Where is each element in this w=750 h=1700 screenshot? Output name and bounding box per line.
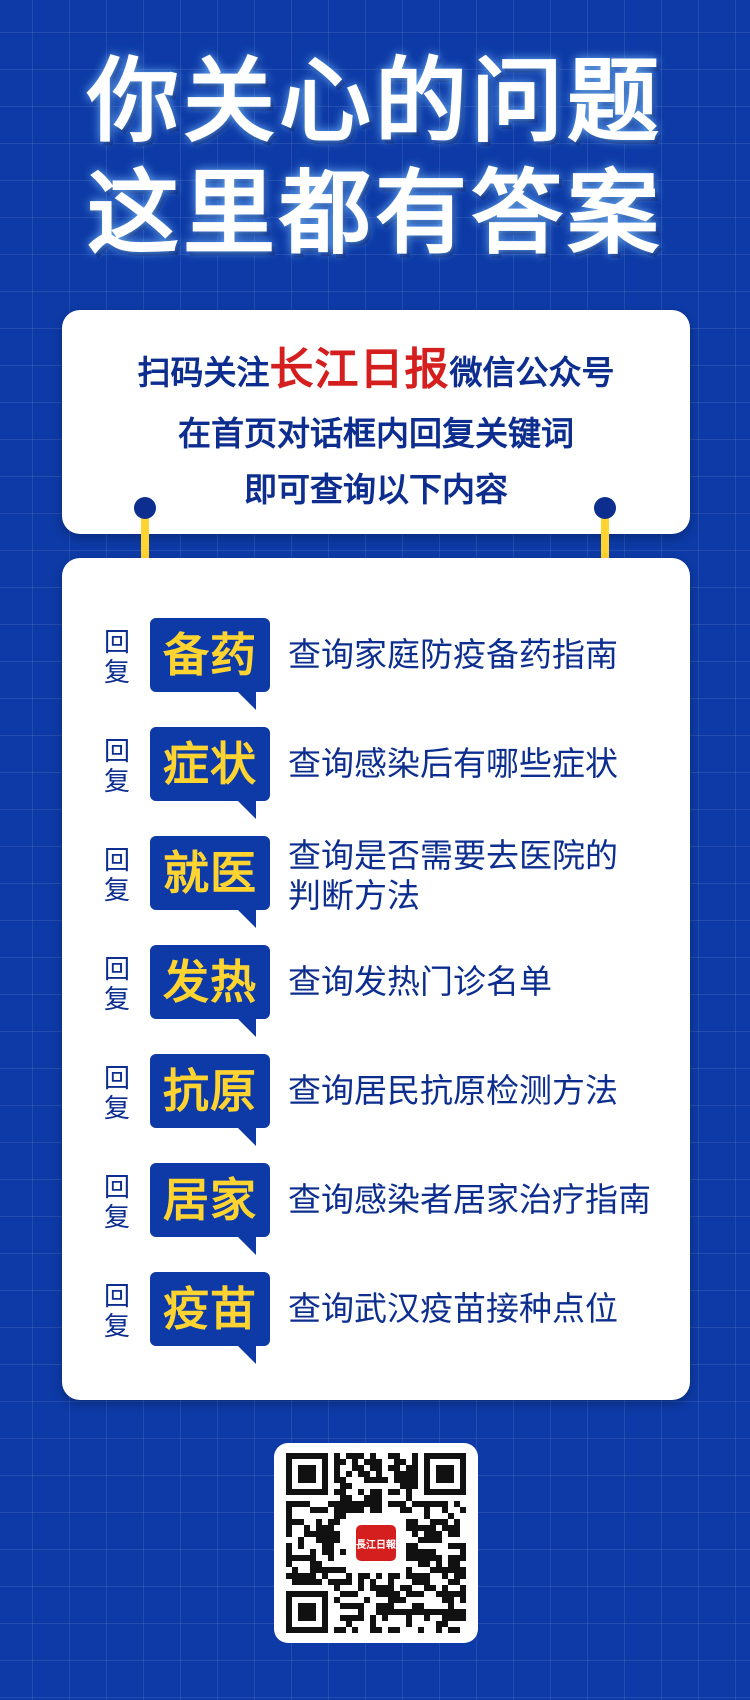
qr-code: 長江日報 <box>274 1443 478 1643</box>
reply-label: 回复 <box>103 1282 130 1342</box>
brand-name: 长江日报 <box>269 344 450 395</box>
intro-prefix: 扫码关注 <box>137 353 270 392</box>
keyword-bubble: 疫苗 <box>150 1272 270 1364</box>
keyword-description: 查询感染后有哪些症状 <box>288 744 618 783</box>
list-item-3: 回复 就医 查询是否需要去医院的 判断方法 <box>62 836 690 936</box>
keyword-list-card: 回复 备药 查询家庭防疫备药指南 回复 症状 查询感染后有哪些症状 回复 就医 … <box>62 558 690 1400</box>
headline-line-1: 你关心的问题 <box>86 48 663 155</box>
list-item-5: 回复 抗原 查询居民抗原检测方法 <box>62 1054 690 1154</box>
list-item-4: 回复 发热 查询发热门诊名单 <box>62 945 690 1045</box>
keyword-text: 发热 <box>163 955 257 1009</box>
keyword-text: 症状 <box>163 737 257 791</box>
reply-label: 回复 <box>103 846 130 906</box>
keyword-description: 查询发热门诊名单 <box>288 962 552 1001</box>
reply-label: 回复 <box>103 1173 130 1233</box>
newspaper-logo-icon <box>356 1525 396 1561</box>
reply-label: 回复 <box>103 628 130 688</box>
keyword-description: 查询是否需要去医院的 判断方法 <box>288 836 618 915</box>
qr-code-graphic: 長江日報 <box>286 1453 466 1633</box>
page-headline: 你关心的问题 这里都有答案 <box>0 46 750 270</box>
keyword-text: 就医 <box>163 846 257 900</box>
headline-line-2: 这里都有答案 <box>86 160 663 267</box>
list-item-2: 回复 症状 查询感染后有哪些症状 <box>62 727 690 827</box>
keyword-text: 抗原 <box>163 1064 257 1118</box>
keyword-description: 查询居民抗原检测方法 <box>288 1071 618 1110</box>
list-item-6: 回复 居家 查询感染者居家治疗指南 <box>62 1163 690 1263</box>
keyword-text: 备药 <box>163 628 257 682</box>
keyword-bubble: 就医 <box>150 836 270 928</box>
keyword-description: 查询武汉疫苗接种点位 <box>288 1289 618 1328</box>
keyword-description: 查询感染者居家治疗指南 <box>288 1180 651 1219</box>
keyword-bubble: 症状 <box>150 727 270 819</box>
keyword-text: 疫苗 <box>163 1282 257 1336</box>
keyword-bubble: 备药 <box>150 618 270 710</box>
intro-line-1: 扫码关注长江日报微信公众号 <box>62 338 690 405</box>
intro-card: 扫码关注长江日报微信公众号 在首页对话框内回复关键词 即可查询以下内容 <box>62 310 690 534</box>
intro-line-2: 在首页对话框内回复关键词 <box>178 414 574 453</box>
intro-suffix: 微信公众号 <box>449 353 615 392</box>
qr-logo-text: 長江日報 <box>356 1538 397 1551</box>
list-item-1: 回复 备药 查询家庭防疫备药指南 <box>62 618 690 718</box>
keyword-description: 查询家庭防疫备药指南 <box>288 635 618 674</box>
keyword-bubble: 居家 <box>150 1163 270 1255</box>
intro-line-3: 即可查询以下内容 <box>244 470 508 509</box>
keyword-bubble: 抗原 <box>150 1054 270 1146</box>
list-item-7: 回复 疫苗 查询武汉疫苗接种点位 <box>62 1272 690 1372</box>
reply-label: 回复 <box>103 1064 130 1124</box>
keyword-bubble: 发热 <box>150 945 270 1037</box>
reply-label: 回复 <box>103 955 130 1015</box>
reply-label: 回复 <box>103 737 130 797</box>
keyword-text: 居家 <box>163 1173 257 1227</box>
